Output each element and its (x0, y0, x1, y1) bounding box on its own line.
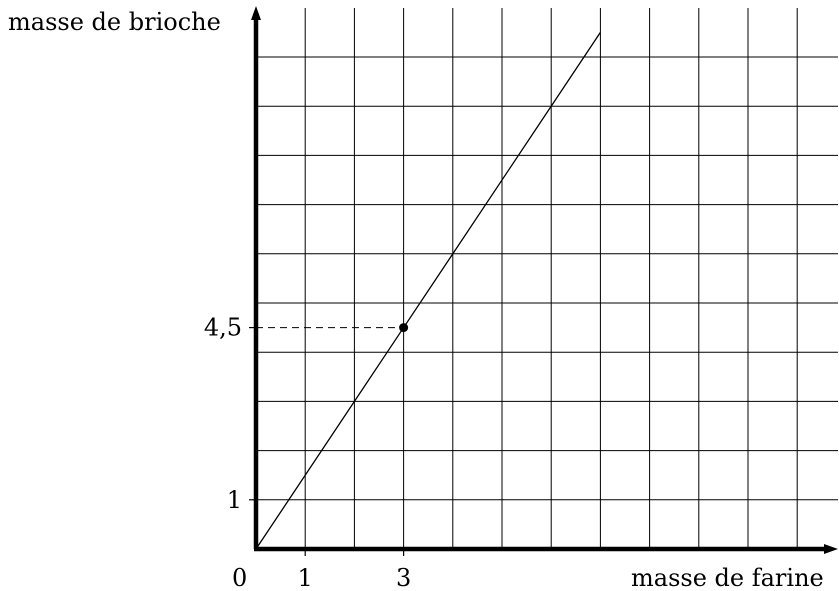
series-layer (255, 32, 601, 550)
series-line (255, 32, 601, 550)
origin-label: 0 (232, 564, 247, 591)
grid (256, 8, 838, 549)
x-tick-label: 1 (298, 564, 313, 591)
axes (249, 6, 838, 556)
y-axis-label: masse de brioche (8, 8, 221, 36)
x-tick-label: 3 (396, 564, 411, 591)
guide-layer (256, 323, 409, 333)
y-tick-label: 1 (227, 486, 242, 514)
y-tick-label: 4,5 (204, 314, 242, 342)
x-axis-arrowhead (824, 544, 838, 554)
labels: masse de brioche masse de farine 0 1 3 1 4,… (8, 8, 824, 591)
y-axis-arrowhead (251, 6, 261, 20)
x-axis-label: masse de farine (631, 564, 824, 591)
data-point (399, 323, 409, 333)
